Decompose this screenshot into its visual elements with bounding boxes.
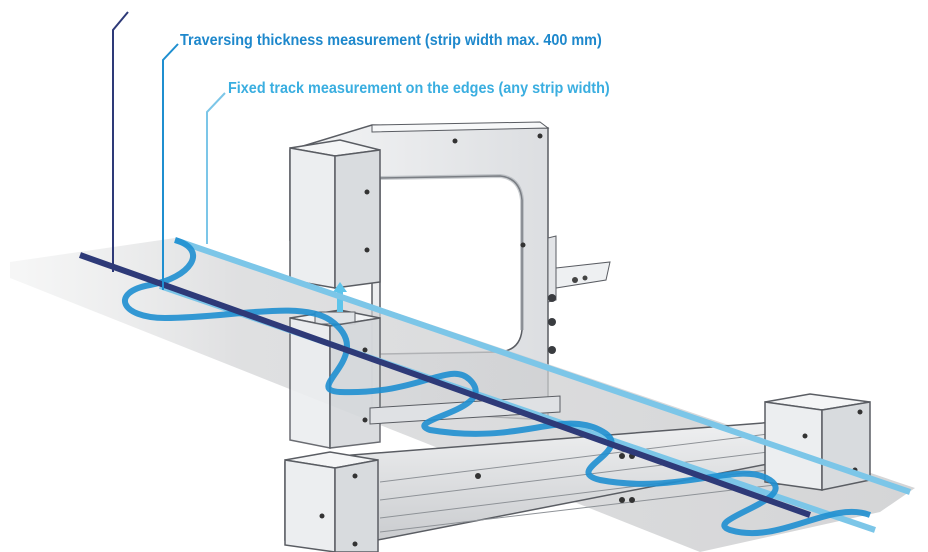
side-bracket bbox=[547, 235, 611, 354]
traversing-leader-line bbox=[162, 43, 179, 290]
left-end-box bbox=[284, 451, 379, 552]
fixed-track-measurement-label: Fixed track measurement on the edges (an… bbox=[228, 80, 610, 97]
upper-sensor-head bbox=[289, 139, 381, 289]
central-leader-line bbox=[112, 11, 129, 272]
central-line bbox=[78, 252, 812, 518]
measurement-beam bbox=[333, 282, 347, 312]
traversing-path bbox=[122, 237, 872, 537]
traversing-measurement-label: Traversing thickness measurement (strip … bbox=[180, 32, 602, 49]
fixed-track-leader-line bbox=[206, 92, 226, 244]
